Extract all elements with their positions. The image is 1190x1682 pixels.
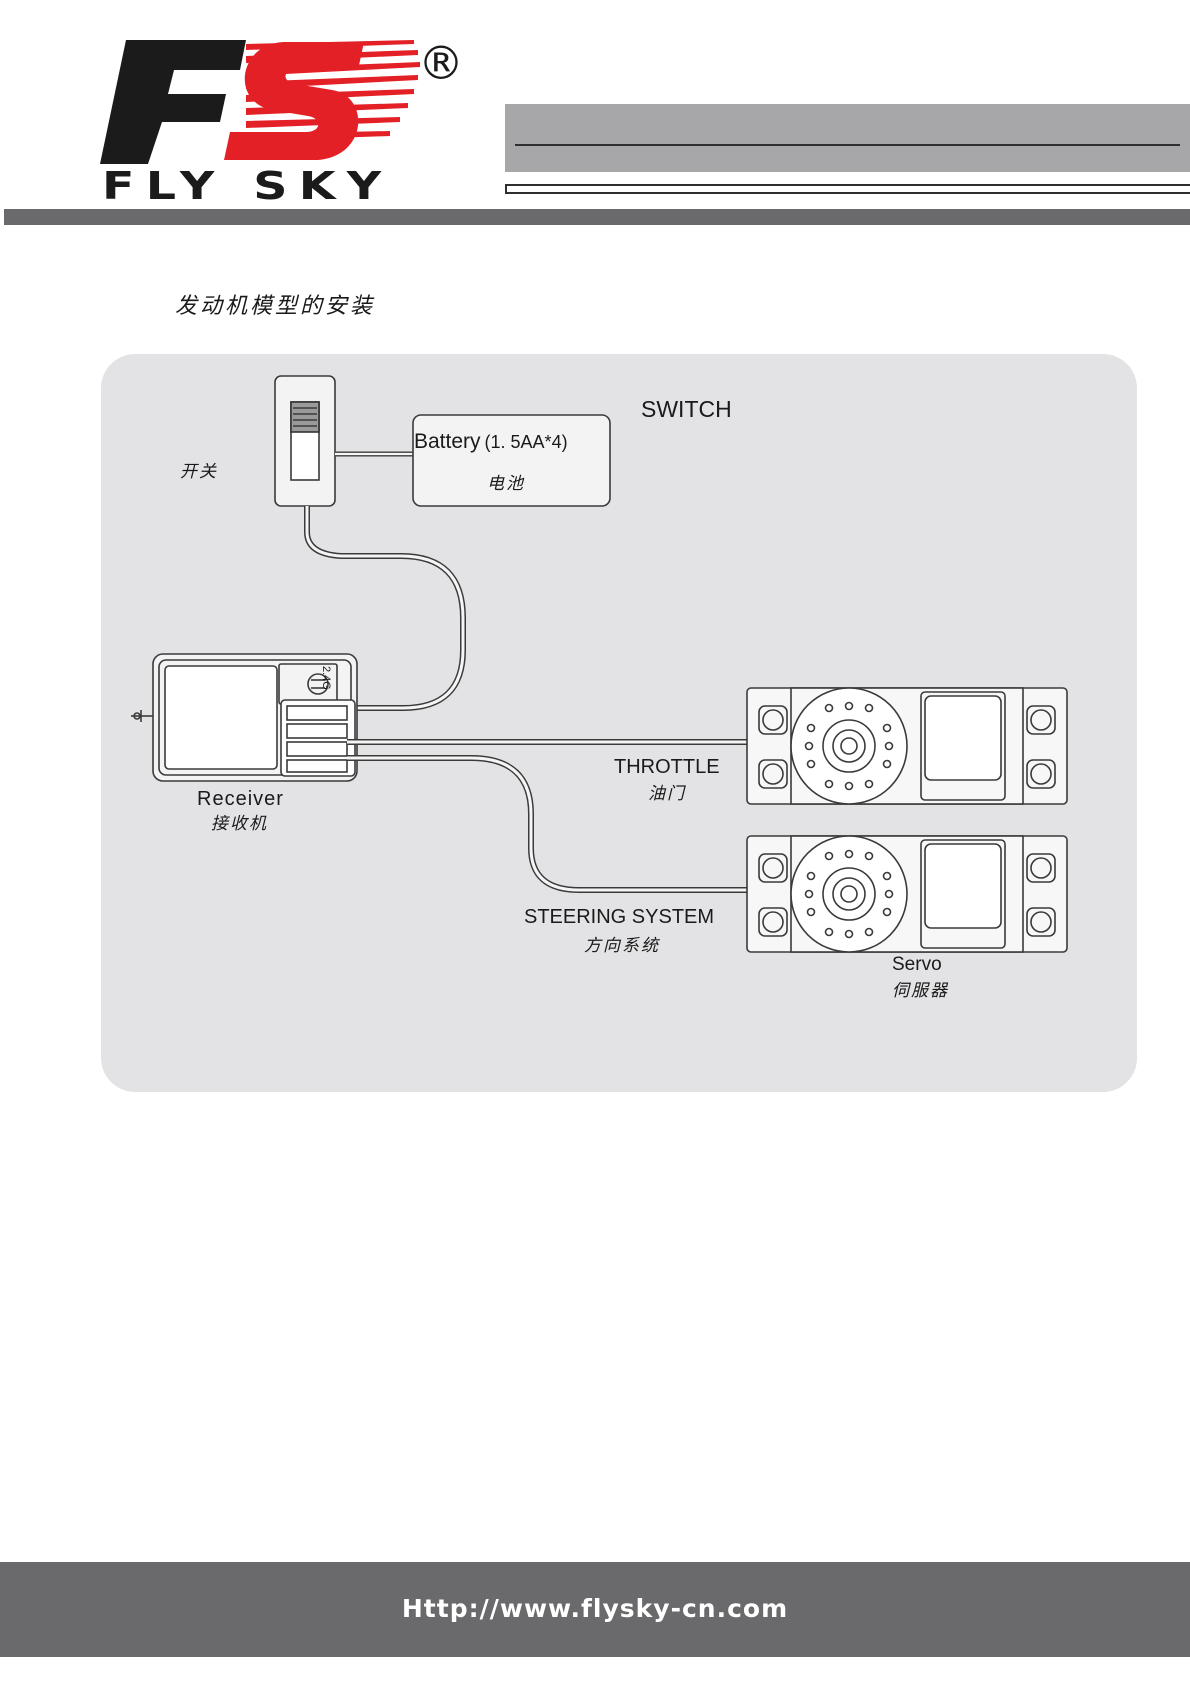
throttle-servo-icon [747,688,1067,804]
servo-label-cn: 伺服器 [892,976,949,1001]
battery-name: Battery [414,430,481,453]
switch-icon [275,376,335,506]
flysky-logo: ® FLY SKY [96,36,476,206]
throttle-label-en: THROTTLE [614,756,720,779]
header-strip [505,184,1190,194]
header-rule [515,144,1180,146]
battery-spec: (1. 5AA*4) [485,432,568,452]
steering-servo-icon [747,836,1067,952]
battery-label-cn: 电池 [487,469,525,494]
website-link[interactable]: Http://www.flysky-cn.com [0,1594,1190,1623]
footer-bar: Http://www.flysky-cn.com [0,1562,1190,1657]
receiver-marking: 2.4G [320,666,332,690]
throttle-label-cn: 油门 [648,779,686,804]
wiring-diagram: SWITCH 开关 Battery(1. 5AA*4) 电池 2.4G Rece… [101,354,1137,1092]
fs-logo-mark-icon [96,36,436,166]
switch-label-cn: 开关 [180,457,218,482]
steering-label-cn: 方向系统 [584,931,660,956]
brand-wordmark: FLY SKY [102,164,392,208]
section-title: 发动机模型的安装 [175,288,375,320]
receiver-label-en: Receiver [197,788,284,811]
battery-label-en: Battery(1. 5AA*4) [414,430,568,454]
receiver-label-cn: 接收机 [211,809,268,834]
header-panel [505,104,1190,172]
header-bar [4,209,1190,225]
servo-label-en: Servo [892,954,942,976]
steering-label-en: STEERING SYSTEM [524,906,714,929]
wiring-diagram-drawing [101,354,1137,1092]
switch-label-en: SWITCH [641,396,732,423]
registered-mark: ® [418,40,464,86]
